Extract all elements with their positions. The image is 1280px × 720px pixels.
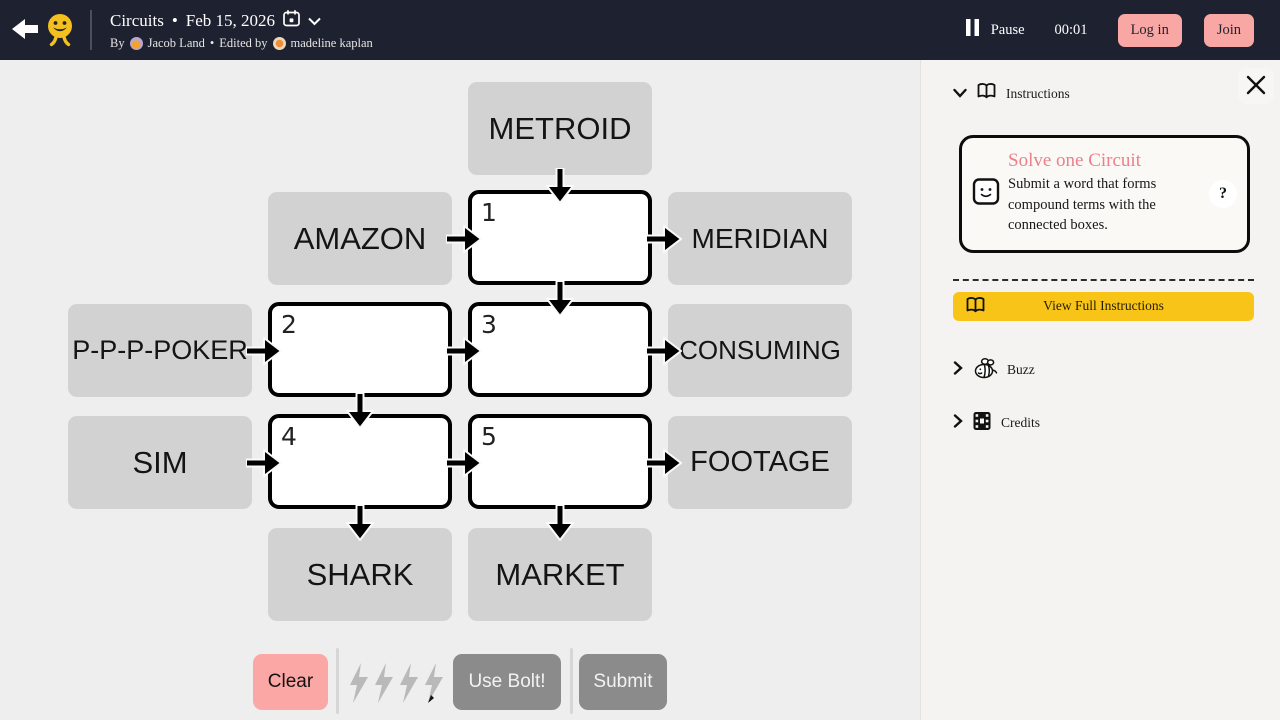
top-bar: Circuits • Feb 15, 2026 [0,0,1280,60]
bolt-icon [422,661,446,710]
dashed-divider [953,278,1254,281]
goal-panel: Solve one Circuit Submit a word that for… [959,135,1250,253]
author-name: Jacob Land [147,36,205,50]
arrow-slot4-to-shark [346,505,374,541]
arrow-slot1-to-meridian [646,225,682,253]
arrow-slot1-to-slot3 [546,281,574,317]
arrow-slot3-to-consuming [646,337,682,365]
view-full-instructions-label: View Full Instructions [1043,298,1164,314]
word-box-metroid: METROID [468,82,652,175]
bee-icon [972,357,998,384]
chevron-right-icon [953,414,963,433]
chevron-down-icon [953,85,967,103]
top-bar-divider [90,10,92,50]
slot-number: 5 [481,422,497,451]
help-button[interactable]: ? [1209,179,1237,208]
bolt-meter [347,661,446,710]
page-title: Circuits [110,11,164,30]
timer: 00:01 [1054,21,1088,38]
controls-divider [570,648,573,714]
back-arrow-icon [12,18,38,43]
bolt-icon [397,661,421,710]
mascot-logo-icon [42,12,78,48]
controls-divider [336,648,339,714]
goal-body: Submit a word that forms compound terms … [1008,176,1157,234]
arrow-poker-to-slot2 [246,337,282,365]
arrow-slot4-to-slot5 [446,449,482,477]
arrow-amazon-to-slot1 [446,225,482,253]
puzzle-date: Feb 15, 2026 [185,11,276,30]
arrow-slot5-to-market [546,505,574,541]
word-box-sim: SIM [68,416,252,509]
book-icon [976,82,997,105]
close-sidebar-button[interactable] [1238,68,1274,104]
bolt-icon [347,661,371,710]
instructions-label: Instructions [1006,85,1070,101]
arrow-metroid-to-slot1 [546,168,574,204]
pause-label: Pause [990,21,1025,38]
sidebar: Instructions Solve one Circuit Submit a … [920,60,1280,720]
instructions-toggle[interactable]: Instructions [953,82,1254,105]
arrow-slot5-to-footage [646,449,682,477]
chevron-right-icon [953,361,963,380]
editor-avatar [272,37,286,50]
title-separator: • [171,11,178,30]
slot-number: 1 [481,198,497,227]
word-box-meridian: MERIDIAN [668,192,852,285]
title-block: Circuits • Feb 15, 2026 [110,9,373,51]
use-bolt-button[interactable]: Use Bolt! [453,654,561,710]
buzz-label: Buzz [1007,362,1035,378]
top-bar-left: Circuits • Feb 15, 2026 [0,9,373,51]
answer-slot-5[interactable]: 5 [468,414,652,509]
smiley-box-icon [971,176,1001,211]
login-button[interactable]: Log in [1117,13,1182,47]
top-bar-right: Pause 00:01 Log in Join [965,13,1280,47]
date-picker-button[interactable]: Feb 15, 2026 [186,9,321,33]
slot-number: 4 [281,422,297,451]
calendar-icon [282,9,301,33]
answer-slot-1[interactable]: 1 [468,190,652,285]
word-box-market: MARKET [468,528,652,621]
view-full-instructions-button[interactable]: View Full Instructions [953,291,1254,321]
bolt-icon [372,661,396,710]
arrow-slot2-to-slot4 [346,393,374,429]
back-button[interactable] [12,18,38,43]
word-box-amazon: AMAZON [268,192,452,285]
arrow-sim-to-slot4 [246,449,282,477]
answer-slot-3[interactable]: 3 [468,302,652,397]
word-box-consuming: CONSUMING [668,304,852,397]
word-box-shark: SHARK [268,528,452,621]
credits-toggle[interactable]: Credits [953,411,1254,436]
arrow-slot2-to-slot3 [446,337,482,365]
byline-prefix: By [110,36,125,50]
pause-button[interactable]: Pause [965,19,1025,41]
editor-name: madeline kaplan [290,36,373,50]
book-icon [965,296,986,318]
edited-prefix: Edited by [219,36,268,50]
film-icon [972,411,992,436]
word-box-poker: P-P-P-POKER [68,304,252,397]
clear-button[interactable]: Clear [253,654,328,710]
buzz-toggle[interactable]: Buzz [953,357,1254,384]
slot-number: 3 [481,310,497,339]
puzzle-board: METROID AMAZON MERIDIAN P-P-P-POKER CONS… [68,82,852,714]
credits-label: Credits [1001,415,1040,431]
submit-button[interactable]: Submit [579,654,667,710]
close-icon [1245,74,1267,99]
answer-slot-2[interactable]: 2 [268,302,452,397]
goal-title: Solve one Circuit [1008,150,1141,171]
pause-icon [965,19,979,41]
slot-number: 2 [281,310,297,339]
join-button[interactable]: Join [1203,13,1254,47]
byline: By Jacob Land • Edited by madeline kapla… [110,36,373,51]
byline-separator: • [209,36,215,50]
word-box-footage: FOOTAGE [668,416,852,509]
author-avatar [129,37,143,50]
chevron-down-icon [308,11,321,31]
